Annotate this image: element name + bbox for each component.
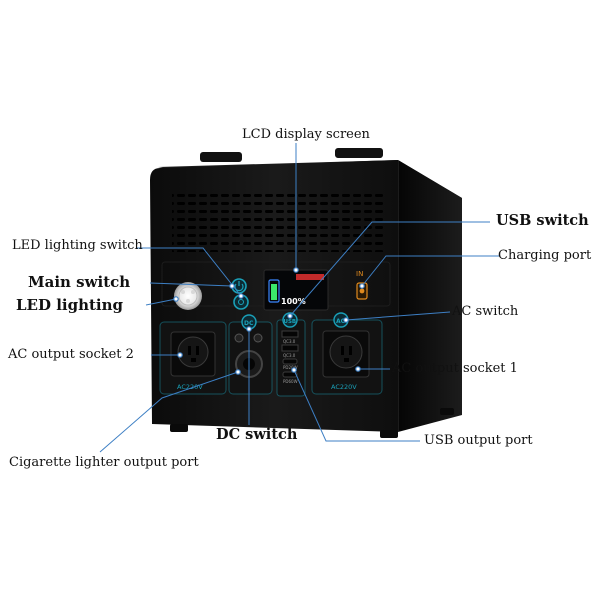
usb-switch-label: USB — [284, 319, 297, 325]
label-main-switch: Main switch — [28, 273, 131, 291]
side-panel — [398, 160, 462, 432]
leader-usb-output — [293, 369, 420, 442]
leader-endpoints — [173, 267, 365, 375]
ac-socket-1-module: AC AC220V — [311, 312, 383, 395]
usb-module: USB QC3.0 QC3.0 PD20W PD60W — [276, 312, 306, 397]
leader-main-switch — [149, 282, 233, 287]
leader-usb-switch — [289, 221, 490, 317]
handle-left — [200, 152, 242, 162]
leader-cigarette — [99, 371, 239, 453]
usb-port-3-label: PD20W — [283, 365, 298, 370]
label-dc-switch: DC switch — [216, 426, 298, 443]
leader-charging — [361, 255, 500, 287]
usb-port-2-label: QC3.0 — [283, 353, 296, 358]
leader-led-switch — [137, 247, 242, 297]
power-station-body: 100% IN AC220V DC — [150, 148, 462, 438]
led-lamp — [174, 282, 202, 310]
ac-socket-2-module: AC220V — [159, 321, 227, 395]
foot-right — [380, 430, 398, 438]
leader-lines — [99, 143, 500, 453]
label-led-lighting-switch: LED lighting switch — [12, 238, 143, 253]
usb-port-4-label: PD60W — [283, 379, 298, 384]
label-charging-port: Charging port — [498, 248, 592, 263]
lcd-screen: 100% — [263, 269, 329, 311]
label-ac-switch: AC switch — [452, 304, 519, 319]
label-cigarette-lighter-output-port: Cigarette lighter output port — [9, 455, 199, 470]
label-usb-output-port: USB output port — [424, 433, 533, 448]
label-led-lighting: LED lighting — [16, 296, 124, 314]
leader-ac-switch — [345, 311, 451, 321]
dc-switch-label: DC — [244, 320, 254, 327]
charge-in-label: IN — [356, 270, 363, 278]
lcd-readout: 100% — [281, 297, 306, 306]
foot-side — [440, 408, 454, 415]
vent-grille — [172, 190, 384, 252]
ac-socket-2-rating: AC220V — [177, 383, 203, 391]
label-ac-output-socket-2: AC output socket 2 — [8, 347, 134, 362]
usb-port-1-label: QC3.0 — [283, 339, 296, 344]
ac-switch-label: AC — [336, 318, 346, 325]
ac-socket-1-rating: AC220V — [331, 383, 357, 391]
label-ac-output-socket-1: AC output socket 1 — [392, 361, 518, 376]
leader-led-lighting — [145, 298, 177, 306]
handle-right — [335, 148, 383, 158]
label-lcd-display-screen: LCD display screen — [242, 127, 370, 142]
foot-left — [170, 424, 188, 432]
label-usb-switch: USB switch — [496, 212, 589, 229]
